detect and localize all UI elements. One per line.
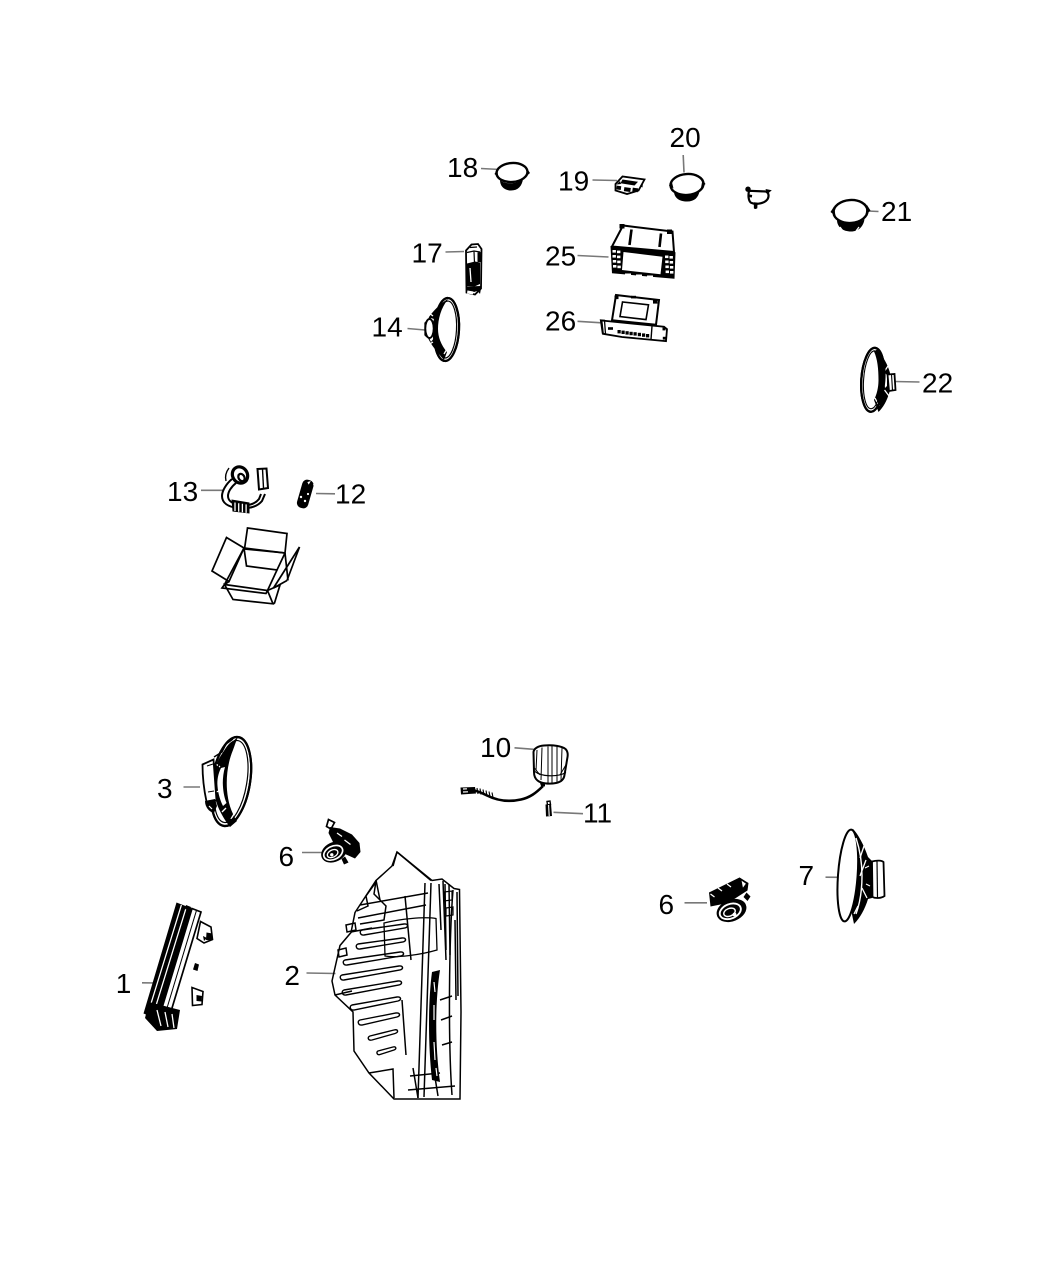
svg-text:11: 11 <box>583 797 612 828</box>
svg-text:2: 2 <box>284 960 300 991</box>
svg-text:22: 22 <box>922 368 953 399</box>
svg-text:20: 20 <box>670 122 701 153</box>
svg-text:25: 25 <box>545 241 576 272</box>
svg-text:21: 21 <box>881 196 912 227</box>
svg-text:1: 1 <box>116 968 132 999</box>
svg-text:26: 26 <box>545 306 576 337</box>
svg-text:12: 12 <box>335 479 366 510</box>
svg-text:17: 17 <box>412 238 443 269</box>
svg-text:18: 18 <box>447 152 478 183</box>
svg-text:6: 6 <box>659 889 675 920</box>
svg-text:19: 19 <box>558 166 589 197</box>
svg-text:7: 7 <box>799 860 815 891</box>
svg-text:10: 10 <box>480 732 511 763</box>
svg-text:13: 13 <box>167 476 198 507</box>
svg-text:6: 6 <box>279 841 295 872</box>
svg-text:14: 14 <box>372 312 403 343</box>
svg-text:3: 3 <box>157 773 173 804</box>
